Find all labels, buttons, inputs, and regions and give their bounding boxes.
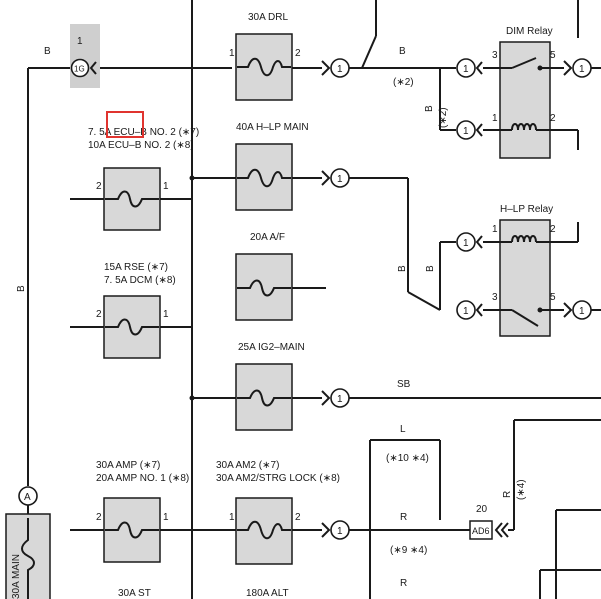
hlp-chevron-3-icon xyxy=(475,303,483,317)
fuse-main-side-symbol xyxy=(21,518,35,599)
am2-terminal-num: 1 xyxy=(337,526,343,537)
ad6-chevron-icon xyxy=(494,522,503,538)
fuse-amp-line1: 30A AMP (∗7) xyxy=(96,460,160,471)
fuse-main-side-label: 30A MAIN xyxy=(11,554,22,599)
relay-dim-label: DIM Relay xyxy=(506,26,553,37)
fuse-ecub-pin-out: 1 xyxy=(163,181,169,192)
fuse-am2-pin-in: 1 xyxy=(229,512,235,523)
hlp-terminal-1-num: 1 xyxy=(463,238,469,249)
relay-dim-pin-1: 1 xyxy=(492,113,498,124)
fuse-ecub-pin-in: 2 xyxy=(96,181,102,192)
wire-label-sb: SB xyxy=(397,379,411,390)
fuse-st-label: 30A ST xyxy=(118,588,151,599)
ig2-chevron-icon xyxy=(321,390,331,406)
drl-plug-chevron-icon xyxy=(321,60,331,76)
fuse-drl-pin-out: 2 xyxy=(295,48,301,59)
hlp-terminal-3-num: 1 xyxy=(463,306,469,317)
relay-hlp-pin-1: 1 xyxy=(492,224,498,235)
relay-dim-pin-5: 5 xyxy=(550,50,556,61)
dim-terminal-1 xyxy=(456,120,476,140)
dim-terminal-5-num: 1 xyxy=(579,64,585,75)
connector-1g-pin: 1 xyxy=(77,36,83,47)
wire-label-b-hlp-2: B xyxy=(425,265,436,272)
fuse-am2-line1: 30A AM2 (∗7) xyxy=(216,460,279,471)
wire-label-b-left: B xyxy=(16,285,27,292)
wire-label-r-vert: R xyxy=(502,491,513,498)
fuse-drl-pin-in: 1 xyxy=(229,48,235,59)
hlp-terminal-5-num: 1 xyxy=(579,306,585,317)
fuse-am2-line2: 30A AM2/STRG LOCK (∗8) xyxy=(216,473,340,484)
connector-1g-terminal xyxy=(70,58,90,78)
note-drl-2: (∗2) xyxy=(393,77,414,88)
fuse-am2-pin-out: 2 xyxy=(295,512,301,523)
fuse-rse-pin-out: 1 xyxy=(163,309,169,320)
relay-dim-box xyxy=(499,41,551,159)
hlp-terminal-3 xyxy=(456,300,476,320)
wire-label-r-2: R xyxy=(400,578,407,589)
connector-ad6-code: AD6 xyxy=(472,526,490,536)
dim-terminal-1-num: 1 xyxy=(463,126,469,137)
ecub-highlight-box xyxy=(106,111,144,138)
dim-chevron-3-icon xyxy=(475,61,483,75)
hlp-chevron-1-icon xyxy=(475,235,483,249)
hlp-chevron-5-icon xyxy=(563,302,573,318)
relay-hlp-label: H–LP Relay xyxy=(500,204,553,215)
fuse-rse-line1: 15A RSE (∗7) xyxy=(104,262,168,273)
connector-ad6-pin: 20 xyxy=(476,504,488,515)
connector-1g-bg xyxy=(70,24,100,88)
fuse-hlp-main-label: 40A H–LP MAIN xyxy=(236,122,309,133)
relay-hlp-pin-2: 2 xyxy=(550,224,556,235)
note-4-vert: (∗4) xyxy=(516,479,527,500)
fuse-drl-label: 30A DRL xyxy=(248,12,288,23)
wire-label-r-1: R xyxy=(400,512,407,523)
wire-label-b-hlp-1: B xyxy=(397,265,408,272)
hlp-coil-icon xyxy=(511,235,537,243)
dim-chevron-1-icon xyxy=(475,123,483,137)
note-10-4: (∗10 ∗4) xyxy=(386,453,429,464)
dim-terminal-3-num: 1 xyxy=(463,64,469,75)
connector-ad6-box xyxy=(469,520,493,540)
connector-a-label: A xyxy=(24,492,31,503)
splice-ig2 xyxy=(189,395,195,401)
wire-label-b-top: B xyxy=(44,46,51,57)
wire-label-l: L xyxy=(400,424,406,435)
relay-hlp-pin-3: 3 xyxy=(492,292,498,303)
fuse-amp-pin-out: 1 xyxy=(163,512,169,523)
fuse-rse-line2: 7. 5A DCM (∗8) xyxy=(104,275,176,286)
dim-switch-blade xyxy=(511,57,537,69)
dim-coil-icon xyxy=(511,123,537,131)
fuse-alt-label: 180A ALT xyxy=(246,588,289,599)
hlp-terminal-1 xyxy=(456,232,476,252)
relay-dim-pin-3: 3 xyxy=(492,50,498,61)
relay-dim-pin-2: 2 xyxy=(550,113,556,124)
fuse-rse-pin-in: 2 xyxy=(96,309,102,320)
ig2-terminal-num: 1 xyxy=(337,394,343,405)
ad6-chevron2-icon xyxy=(500,522,509,538)
connector-1g-code: 1G xyxy=(74,65,85,74)
hlp-main-terminal-num: 1 xyxy=(337,174,343,185)
splice-hlp-main xyxy=(189,175,195,181)
wire-label-b-drl: B xyxy=(399,46,406,57)
dim-terminal-3 xyxy=(456,58,476,78)
wire-label-b-dim-vert: B xyxy=(424,105,435,112)
note-9-4: (∗9 ∗4) xyxy=(390,545,427,556)
dim-chevron-5-icon xyxy=(563,60,573,76)
fuse-amp-line2: 20A AMP NO. 1 (∗8) xyxy=(96,473,189,484)
fuse-ecub-line2: 10A ECU–B NO. 2 (∗8) xyxy=(88,140,194,151)
fuse-af-label: 20A A/F xyxy=(250,232,285,243)
fuse-amp-pin-in: 2 xyxy=(96,512,102,523)
hlp-main-chevron-icon xyxy=(321,170,331,186)
wire-hlp-diag xyxy=(407,291,441,311)
am2-chevron-icon xyxy=(321,522,331,538)
fuse-ig2-label: 25A IG2–MAIN xyxy=(238,342,305,353)
hlp-switch-blade xyxy=(511,309,539,327)
relay-hlp-pin-5: 5 xyxy=(550,292,556,303)
note-dim-2-vert: (∗2) xyxy=(438,107,449,128)
drl-terminal-num: 1 xyxy=(337,64,343,75)
connector-1g-chevron-icon xyxy=(89,61,97,75)
wire-drl-splice xyxy=(361,35,377,69)
